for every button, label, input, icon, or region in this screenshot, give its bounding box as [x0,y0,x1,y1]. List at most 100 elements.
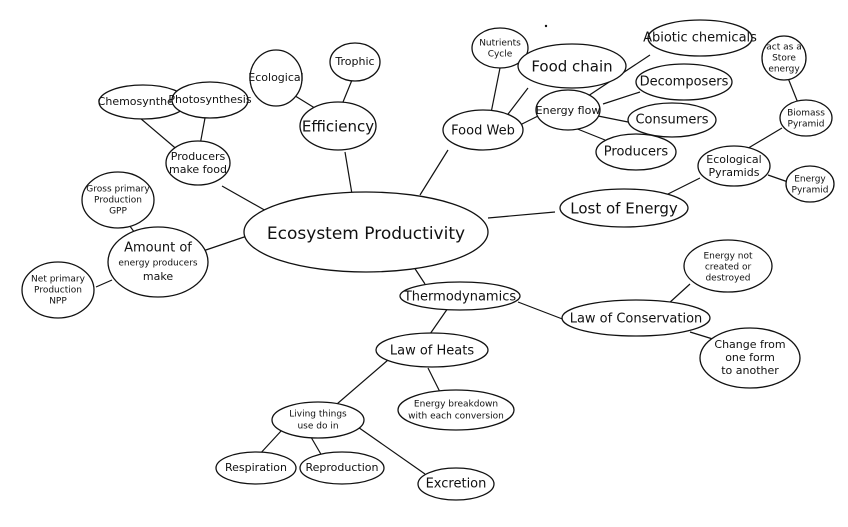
label-respiration: Respiration [225,461,287,474]
edge-living-excretion [354,424,426,475]
edge-energyflow-producers [574,127,606,141]
label-energy-breakdown-1: Energy breakdown [414,400,498,410]
label-energy-breakdown-2: with each conversion [408,412,504,422]
label-nutrients-cycle-1: Nutrients [479,39,521,49]
node-reproduction: Reproduction [299,451,385,485]
node-lost-of-energy: Lost of Energy [559,188,689,228]
edge-center-amount [199,234,251,253]
node-amount-energy: Amount of energy producers make [107,226,209,298]
label-living-things-2: use do in [297,422,338,432]
label-consumers: Consumers [635,113,708,128]
edge-energyflow-consumers [597,115,629,123]
node-trophic: Trophic [329,42,381,82]
label-change-form-3: to another [721,364,779,377]
node-change-form: Change from one form to another [699,327,801,389]
edge-foodweb-energyflow [519,114,541,126]
node-consumers: Consumers [627,102,717,138]
node-act-as-store-energy: act as a Store energy [761,35,807,81]
node-producers: Producers [595,133,677,171]
label-energy-pyramid-1: Energy [794,175,826,185]
label-gpp-2: Production [94,196,142,206]
label-energy-not-created-3: destroyed [705,274,750,284]
label-excretion: Excretion [426,477,487,492]
label-change-form-1: Change from [714,338,785,351]
label-law-of-heats: Law of Heats [390,344,474,359]
label-producers-make-food-2: make food [169,163,227,176]
edge-thermo-law-heats [429,307,449,335]
label-biomass-pyramid-1: Biomass [787,109,825,119]
label-amount-energy-2: energy producers [118,259,198,269]
node-ecosystem-productivity: Ecosystem Productivity [243,191,489,273]
edge-foodweb-foodchain [504,87,529,119]
node-law-of-conservation: Law of Conservation [561,299,711,337]
label-energy-not-created-1: Energy not [703,252,753,262]
node-producers-make-food: Producers make food [165,140,231,186]
node-gpp: Gross primary Production GPP [81,171,155,229]
node-living-things: Living things use do in [271,401,365,439]
node-respiration: Respiration [215,451,297,485]
label-npp-2: Production [34,286,82,296]
edge-ecopyramids-energypyramid [767,174,789,183]
node-decomposers: Decomposers [635,63,733,101]
node-law-of-heats: Law of Heats [375,332,489,368]
label-ecological: Ecological [248,71,303,84]
label-efficiency: Efficiency [302,118,374,136]
edge-heats-energy-breakdown [427,367,441,393]
label-decomposers: Decomposers [640,75,729,90]
label-act-as-store-energy-3: energy [768,65,800,75]
label-energy-not-created-2: created or [705,263,752,273]
node-chemosynthesis: Chemosynthesis [98,84,189,120]
edge-efficiency-trophic [342,79,353,103]
edge-center-foodweb [419,149,449,196]
label-thermodynamics: Thermodynamics [403,290,516,305]
label-producers: Producers [604,145,669,160]
node-thermodynamics: Thermodynamics [399,281,521,311]
label-chemosynthesis: Chemosynthesis [98,95,189,108]
node-food-chain: Food chain [517,43,627,89]
label-change-form-2: one form [725,351,775,364]
label-lost-of-energy: Lost of Energy [570,200,678,218]
label-reproduction: Reproduction [306,461,379,474]
label-npp-1: Net primary [31,275,86,285]
label-photosynthesis: Photosynthesis [168,93,251,106]
edge-center-efficiency [344,151,353,195]
label-energy-pyramid-2: Pyramid [792,186,829,196]
edge-thermo-law-conservation [517,301,566,321]
node-food-web: Food Web [442,109,524,151]
connectors [95,54,801,475]
edge-center-producers [221,185,269,213]
node-nutrients-cycle: Nutrients Cycle [471,27,529,69]
label-npp-3: NPP [49,297,67,307]
label-act-as-store-energy-2: Store [772,54,796,64]
edge-amount-npp [95,279,113,288]
node-energy-not-created: Energy not created or destroyed [683,239,773,293]
label-producers-make-food-1: Producers [171,150,226,163]
edge-conservation-energynot [667,283,691,305]
node-ecological-pyramids: Ecological Pyramids [697,145,771,187]
node-ecological: Ecological [248,49,304,107]
node-excretion: Excretion [417,467,495,501]
edge-producers-chemo [139,117,181,153]
label-amount-energy-3: make [143,270,173,283]
label-abiotic-chemicals: Abiotic chemicals [643,31,757,46]
label-biomass-pyramid-2: Pyramid [788,120,825,130]
label-amount-energy-1: Amount of [124,241,192,256]
node-photosynthesis: Photosynthesis [168,81,252,119]
label-food-web: Food Web [451,124,515,139]
label-living-things-1: Living things [289,410,347,420]
node-energy-flow: Energy flow [535,89,601,131]
node-efficiency: Efficiency [299,101,377,151]
edge-heats-living [329,359,389,411]
label-gpp-1: Gross primary [86,185,150,195]
node-npp: Net primary Production NPP [21,261,95,319]
label-nutrients-cycle-2: Cycle [488,50,513,60]
edge-foodweb-nutrients [489,67,501,119]
ink-dot [544,24,548,28]
label-energy-flow: Energy flow [536,104,601,117]
node-abiotic-chemicals: Abiotic chemicals [643,19,757,57]
label-law-of-conservation: Law of Conservation [570,312,703,327]
edge-energyflow-decomposers [602,91,641,105]
label-ecological-pyramids-1: Ecological [706,153,761,166]
label-act-as-store-energy-1: act as a [766,43,801,53]
label-ecological-pyramids-2: Pyramids [709,166,760,179]
